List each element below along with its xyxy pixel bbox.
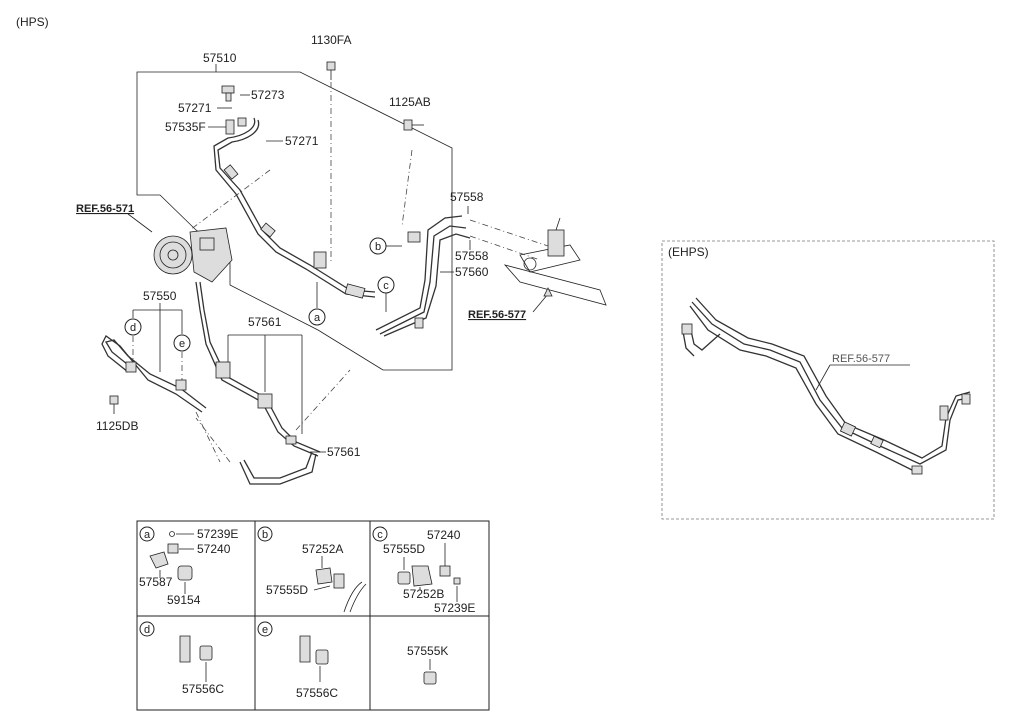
ehps-title: (EHPS) xyxy=(668,245,709,259)
legend-cell-e: e 57556C xyxy=(257,621,338,700)
pressure-hose-57510 xyxy=(213,117,376,299)
svg-text:e: e xyxy=(179,338,185,350)
svg-text:c: c xyxy=(383,280,389,292)
marker-b[interactable]: b xyxy=(369,237,387,255)
svg-text:b: b xyxy=(262,529,268,541)
legend-cell-d: d 57556C xyxy=(139,621,224,696)
legend-a-part-57240[interactable]: 57240 xyxy=(197,542,231,556)
ref-56-577-gear-link[interactable]: REF.56-577 xyxy=(468,309,526,321)
legend-e-part-57556c[interactable]: 57556C xyxy=(296,686,338,700)
bolt-1130fa-icon xyxy=(326,61,336,80)
legend-c-part-57240[interactable]: 57240 xyxy=(427,528,461,542)
callout-1125db[interactable]: 1125DB xyxy=(96,419,138,433)
bolt-1125ab-icon xyxy=(403,119,424,131)
svg-text:c: c xyxy=(377,529,383,541)
ehps-dashed-box xyxy=(661,240,995,520)
ehps-hose-assembly xyxy=(681,297,971,475)
assembly-outline-57510 xyxy=(136,71,453,371)
legend-a-part-57239e[interactable]: 57239E xyxy=(197,527,238,541)
marker-c[interactable]: c xyxy=(377,276,395,294)
callout-57558-lower[interactable]: 57558 xyxy=(455,249,489,263)
svg-text:a: a xyxy=(314,312,321,324)
callout-1130fa[interactable]: 1130FA xyxy=(311,33,351,47)
diagram-title: (HPS) xyxy=(16,15,49,29)
legend-cell-a: a 57239E 57240 57587 59154 xyxy=(139,526,238,607)
ref-56-571-pump-link[interactable]: REF.56-571 xyxy=(76,203,134,215)
power-steering-pump xyxy=(153,227,233,283)
legend-a-part-57587[interactable]: 57587 xyxy=(139,575,173,589)
callout-57271-upper[interactable]: 57271 xyxy=(178,101,212,115)
legend-cell-b: b 57252A 57555D xyxy=(257,526,367,613)
ref-56-577-ehps-link[interactable]: REF.56-577 xyxy=(832,353,890,365)
svg-text:e: e xyxy=(262,624,268,636)
svg-text:d: d xyxy=(144,624,150,636)
callout-57535f[interactable]: 57535F xyxy=(165,120,206,134)
svg-text:b: b xyxy=(375,241,381,253)
marker-e[interactable]: e xyxy=(173,334,191,352)
svg-text:a: a xyxy=(144,529,151,541)
callout-57273[interactable]: 57273 xyxy=(251,88,285,102)
legend-d-part-57556c[interactable]: 57556C xyxy=(182,682,224,696)
legend-f-part-57555k[interactable]: 57555K xyxy=(407,644,448,658)
legend-cell-c: c 57240 57555D 57252B 57239E xyxy=(372,526,475,615)
parts-legend-table xyxy=(136,520,490,711)
callout-57271-lower[interactable]: 57271 xyxy=(285,134,319,148)
legend-c-part-57239e[interactable]: 57239E xyxy=(434,601,475,615)
fitting-57535f-icon xyxy=(225,117,247,135)
legend-b-part-57252a[interactable]: 57252A xyxy=(302,542,343,556)
steering-gear xyxy=(503,217,607,306)
legend-cell-f: 57555K xyxy=(407,644,448,685)
fitting-57273-icon xyxy=(221,85,235,102)
legend-c-part-57555d[interactable]: 57555D xyxy=(383,542,425,556)
callout-57558-upper[interactable]: 57558 xyxy=(450,190,484,204)
return-hose-57561 xyxy=(195,281,321,485)
callout-57510[interactable]: 57510 xyxy=(203,51,237,65)
legend-c-part-57252b[interactable]: 57252B xyxy=(403,587,444,601)
legend-b-part-57555d[interactable]: 57555D xyxy=(266,583,308,597)
callout-57560[interactable]: 57560 xyxy=(455,265,489,279)
callout-1125ab[interactable]: 1125AB xyxy=(389,95,431,109)
bolt-1125db-icon xyxy=(109,395,119,414)
callout-57561-upper[interactable]: 57561 xyxy=(248,315,282,329)
svg-text:d: d xyxy=(130,322,136,334)
return-hose-57560 xyxy=(375,215,471,337)
callout-57561-lower[interactable]: 57561 xyxy=(327,445,361,459)
marker-d[interactable]: d xyxy=(124,318,142,336)
marker-a[interactable]: a xyxy=(308,308,326,326)
callout-57550[interactable]: 57550 xyxy=(143,289,177,303)
legend-a-part-59154[interactable]: 59154 xyxy=(167,593,201,607)
suction-hose-57550 xyxy=(101,335,207,413)
